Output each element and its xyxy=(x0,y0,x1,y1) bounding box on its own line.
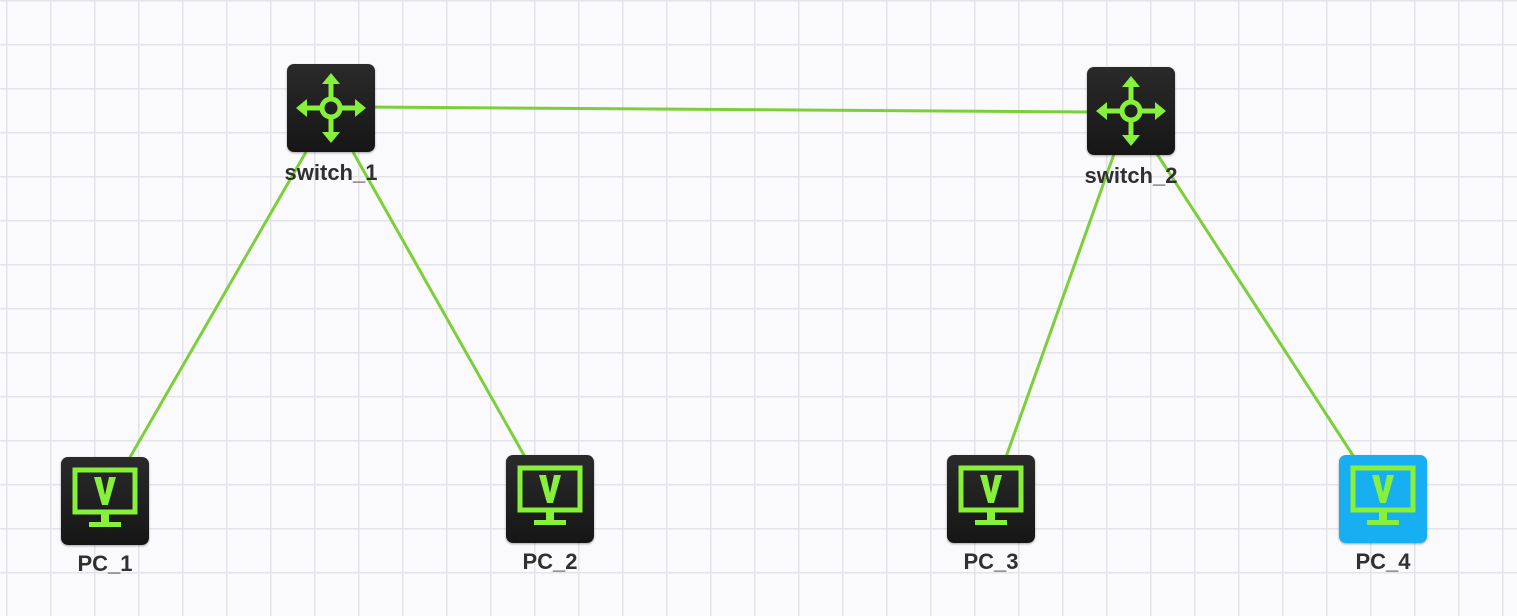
link-switch_1-PC_2[interactable] xyxy=(351,151,527,458)
link-switch_2-PC_3[interactable] xyxy=(1004,153,1116,458)
monitor-v-icon xyxy=(1350,465,1416,525)
node-label: PC_3 xyxy=(963,549,1019,574)
node-label: PC_1 xyxy=(77,551,133,576)
node-switch-1[interactable] xyxy=(287,64,375,152)
monitor-v-icon xyxy=(517,465,583,525)
node-label: switch_2 xyxy=(1084,163,1178,188)
node-pc-3[interactable] xyxy=(947,455,1035,543)
monitor-v-icon xyxy=(72,467,138,527)
monitor-v-icon xyxy=(958,465,1024,525)
node-pc-1[interactable] xyxy=(61,457,149,545)
node-label: switch_1 xyxy=(284,160,378,185)
node-label: PC_4 xyxy=(1355,549,1411,574)
node-label: PC_2 xyxy=(522,549,578,574)
link-switch_2-PC_4[interactable] xyxy=(1155,153,1356,458)
router-arrows-icon xyxy=(296,73,366,143)
router-arrows-icon xyxy=(1096,76,1166,146)
node-pc-4[interactable] xyxy=(1339,455,1427,543)
node-pc-2[interactable] xyxy=(506,455,594,543)
link-switch_1-switch_2[interactable] xyxy=(369,105,1091,114)
link-switch_1-PC_1[interactable] xyxy=(127,151,308,460)
node-switch-2[interactable] xyxy=(1087,67,1175,155)
